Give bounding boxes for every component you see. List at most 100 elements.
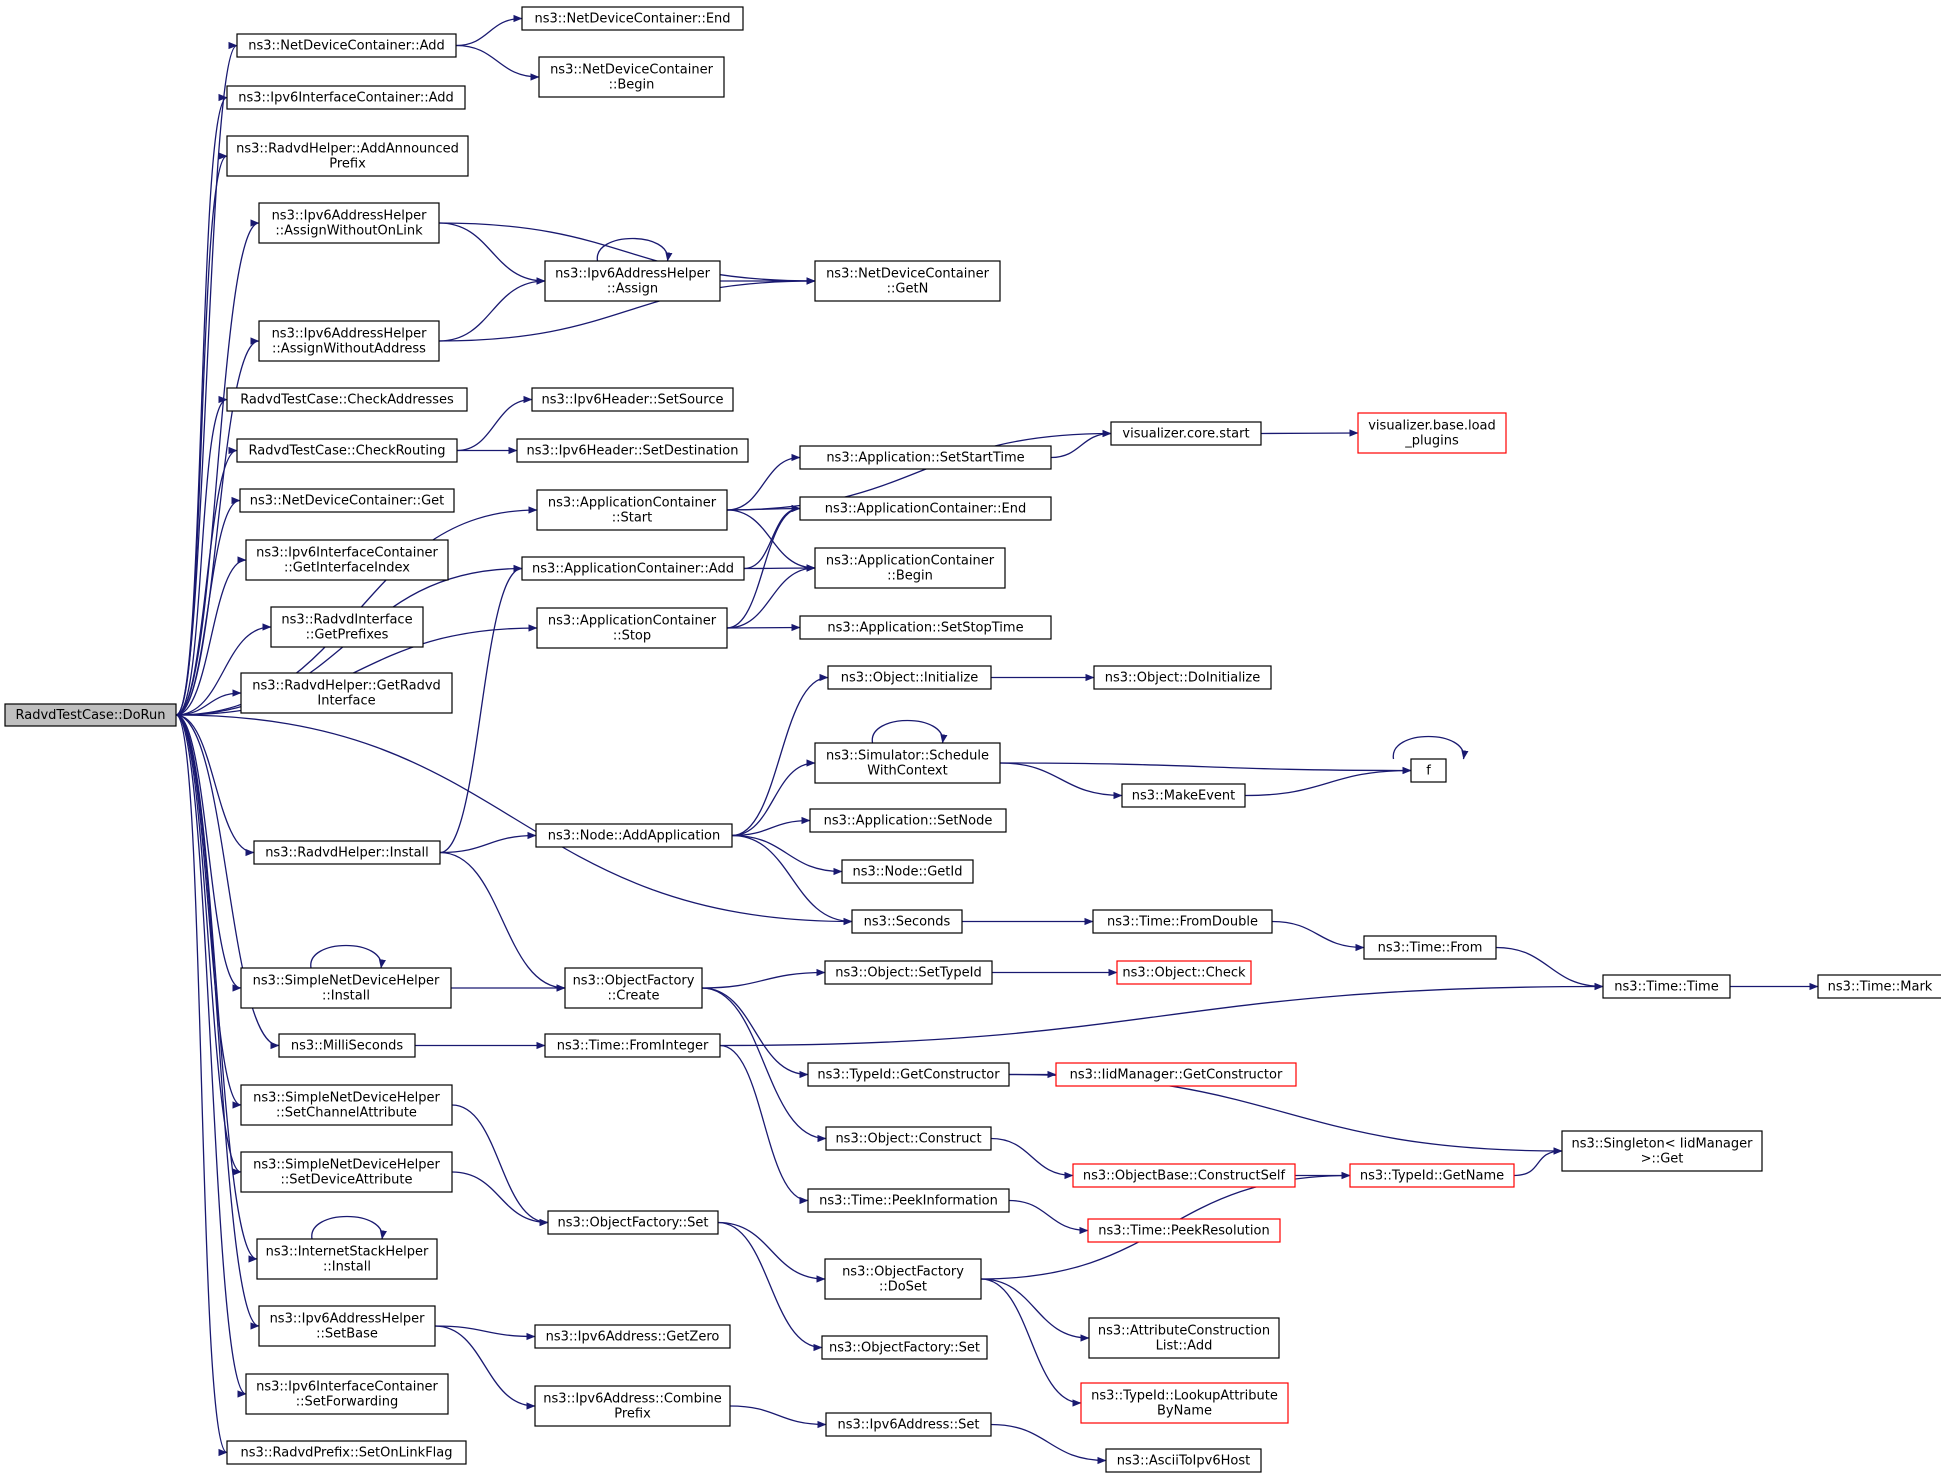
node-ns3-ipv6header-setsource[interactable]: ns3::Ipv6Header::SetSource (531, 387, 734, 412)
node-ns3-ipv6interfacecontainer-setforwarding[interactable]: ns3::Ipv6InterfaceContainer::SetForwardi… (245, 1373, 449, 1415)
node-box (1121, 783, 1246, 808)
node-ns3-asciitoipv6host[interactable]: ns3::AsciiToIpv6Host (1105, 1448, 1262, 1473)
node-ns3-ipv6interfacecontainer-getinterfaceindex[interactable]: ns3::Ipv6InterfaceContainer::GetInterfac… (245, 539, 449, 581)
node-ns3-netdevicecontainer-add[interactable]: ns3::NetDeviceContainer::Add (236, 33, 457, 58)
node-ns3-time-peekresolution[interactable]: ns3::Time::PeekResolution (1087, 1218, 1281, 1243)
node-ns3-object-settypeid[interactable]: ns3::Object::SetTypeId (824, 960, 993, 985)
node-box (1055, 1062, 1297, 1087)
node-ns3-object-doinitialize[interactable]: ns3::Object::DoInitialize (1093, 665, 1272, 690)
node-ns3-applicationcontainer-end[interactable]: ns3::ApplicationContainer::End (799, 496, 1052, 521)
node-ns3-radvdinterface-getprefixes[interactable]: ns3::RadvdInterface::GetPrefixes (270, 606, 424, 648)
node-label: ns3::ObjectFactory::Set (829, 1341, 980, 1356)
edge-n1-to-n62 (175, 714, 242, 1176)
node-ns3-netdevicecontainer-get[interactable]: ns3::NetDeviceContainer::Get (239, 488, 455, 513)
node-ns3-application-setstarttime[interactable]: ns3::Application::SetStartTime (799, 445, 1052, 470)
node-ns3-applicationcontainer-begin[interactable]: ns3::ApplicationContainer::Begin (814, 547, 1006, 589)
node-radvdtestcase-checkrouting[interactable]: RadvdTestCase::CheckRouting (236, 438, 458, 463)
node-ns3-object-initialize[interactable]: ns3::Object::Initialize (827, 665, 992, 690)
node-box (1363, 935, 1497, 960)
node-label: ns3::SimpleNetDeviceHelper (253, 974, 440, 989)
node-ns3-radvdhelper-install[interactable]: ns3::RadvdHelper::Install (253, 840, 441, 865)
node-ns3-time-fromdouble[interactable]: ns3::Time::FromDouble (1092, 909, 1273, 934)
edge-n42-to-n48 (701, 987, 827, 1143)
node-ns3-ipv6addresshelper-setbase[interactable]: ns3::Ipv6AddressHelper::SetBase (258, 1305, 436, 1347)
node-ns3-internetstackhelper-install[interactable]: ns3::InternetStackHelper::Install (256, 1238, 438, 1280)
edge-n8-to-n8 (596, 237, 673, 262)
node-ns3-objectfactory-set[interactable]: ns3::ObjectFactory::Set (821, 1335, 988, 1360)
node-box (1105, 1448, 1262, 1473)
node-radvdtestcase-checkaddresses[interactable]: RadvdTestCase::CheckAddresses (226, 387, 468, 412)
node-ns3-object-construct[interactable]: ns3::Object::Construct (825, 1126, 992, 1151)
node-ns3-objectfactory-doset[interactable]: ns3::ObjectFactory::DoSet (824, 1258, 982, 1300)
node-ns3-ipv6address-set[interactable]: ns3::Ipv6Address::Set (825, 1412, 992, 1437)
node-ns3-ipv6addresshelper-assign[interactable]: ns3::Ipv6AddressHelper::Assign (544, 260, 721, 302)
node-ns3-time-frominteger[interactable]: ns3::Time::FromInteger (544, 1033, 721, 1058)
node-box (240, 672, 453, 714)
node-ns3-radvdprefix-setonlinkflag[interactable]: ns3::RadvdPrefix::SetOnLinkFlag (226, 1440, 467, 1465)
node-ns3-time-time[interactable]: ns3::Time::Time (1602, 974, 1731, 999)
edge-n39-to-n40 (1495, 946, 1604, 991)
node-box (258, 320, 440, 362)
node-ns3-time-peekinformation[interactable]: ns3::Time::PeekInformation (807, 1188, 1010, 1213)
node-ns3-iidmanager-getconstructor[interactable]: ns3::IidManager::GetConstructor (1055, 1062, 1297, 1087)
node-box (253, 840, 441, 865)
node-ns3-application-setstoptime[interactable]: ns3::Application::SetStopTime (799, 615, 1052, 640)
node-label: ns3::Time::Mark (1828, 980, 1933, 995)
node-ns3-objectbase-constructself[interactable]: ns3::ObjectBase::ConstructSelf (1072, 1163, 1296, 1188)
node-ns3-ipv6addresshelper-assignwithoutonlink[interactable]: ns3::Ipv6AddressHelper::AssignWithoutOnL… (258, 202, 440, 244)
edge-n7-to-n8 (438, 222, 546, 285)
node-ns3-node-addapplication[interactable]: ns3::Node::AddApplication (535, 823, 733, 848)
node-ns3-milliseconds[interactable]: ns3::MilliSeconds (278, 1033, 416, 1058)
node-label: ns3::Time::FromDouble (1107, 915, 1258, 930)
node-box (841, 859, 974, 884)
node-ns3-time-from[interactable]: ns3::Time::From (1363, 935, 1497, 960)
edge-n1-to-n70 (175, 714, 228, 1456)
node-box (1602, 974, 1731, 999)
node-label: ns3::AsciiToIpv6Host (1117, 1454, 1250, 1469)
node-ns3-simplenetdevicehelper-install[interactable]: ns3::SimpleNetDeviceHelper::Install (240, 967, 452, 1009)
node-ns3-makeevent[interactable]: ns3::MakeEvent (1121, 783, 1246, 808)
edge-n28-to-n29 (439, 831, 537, 854)
node-ns3-singleton-iidmanager-get[interactable]: ns3::Singleton< IidManager >::Get (1561, 1130, 1763, 1172)
node-ns3-typeid-getconstructor[interactable]: ns3::TypeId::GetConstructor (807, 1062, 1010, 1087)
node-ns3-objectfactory-set[interactable]: ns3::ObjectFactory::Set (547, 1210, 719, 1235)
node-ns3-netdevicecontainer-getn[interactable]: ns3::NetDeviceContainer::GetN (814, 260, 1001, 302)
node-ns3-applicationcontainer-add[interactable]: ns3::ApplicationContainer::Add (521, 556, 745, 581)
node-visualizer-core-start[interactable]: visualizer.core.start (1110, 421, 1262, 446)
node-radvdtestcase-dorun[interactable]: RadvdTestCase::DoRun (4, 703, 177, 727)
edge-n12-to-n13 (456, 395, 533, 452)
node-f[interactable]: f (1410, 758, 1447, 783)
node-label: ::Create (608, 989, 660, 1004)
node-ns3-typeid-getname[interactable]: ns3::TypeId::GetName (1349, 1163, 1515, 1188)
node-ns3-simplenetdevicehelper-setdeviceattribute[interactable]: ns3::SimpleNetDeviceHelper::SetDeviceAtt… (240, 1151, 453, 1193)
node-ns3-application-setnode[interactable]: ns3::Application::SetNode (809, 808, 1007, 833)
node-ns3-node-getid[interactable]: ns3::Node::GetId (841, 859, 974, 884)
node-ns3-ipv6address-getzero[interactable]: ns3::Ipv6Address::GetZero (534, 1324, 731, 1349)
node-ns3-seconds[interactable]: ns3::Seconds (851, 909, 963, 934)
node-ns3-applicationcontainer-start[interactable]: ns3::ApplicationContainer::Start (536, 489, 728, 531)
node-label: ::GetPrefixes (306, 628, 389, 643)
node-ns3-ipv6interfacecontainer-add[interactable]: ns3::Ipv6InterfaceContainer::Add (226, 85, 466, 110)
node-label: ns3::Application::SetStopTime (827, 621, 1023, 636)
node-ns3-ipv6addresshelper-assignwithoutaddress[interactable]: ns3::Ipv6AddressHelper::AssignWithoutAdd… (258, 320, 440, 362)
edge-n34-to-n33 (1244, 766, 1412, 797)
node-ns3-objectfactory-create[interactable]: ns3::ObjectFactory::Create (564, 967, 703, 1009)
node-ns3-object-check[interactable]: ns3::Object::Check (1116, 960, 1252, 985)
node-ns3-applicationcontainer-stop[interactable]: ns3::ApplicationContainer::Stop (536, 607, 728, 649)
node-box (521, 556, 745, 581)
node-ns3-ipv6header-setdestination[interactable]: ns3::Ipv6Header::SetDestination (516, 438, 749, 463)
node-ns3-netdevicecontainer-begin[interactable]: ns3::NetDeviceContainer::Begin (538, 56, 725, 98)
node-label: ns3::Time::PeekInformation (819, 1194, 998, 1209)
node-ns3-netdevicecontainer-end[interactable]: ns3::NetDeviceContainer::End (521, 6, 744, 31)
node-ns3-simplenetdevicehelper-setchannelattribute[interactable]: ns3::SimpleNetDeviceHelper::SetChannelAt… (240, 1084, 453, 1126)
call-edges (175, 14, 1819, 1465)
node-ns3-time-mark[interactable]: ns3::Time::Mark (1817, 974, 1941, 999)
node-visualizer-base-load-plugins[interactable]: visualizer.base.load_plugins (1357, 412, 1507, 454)
